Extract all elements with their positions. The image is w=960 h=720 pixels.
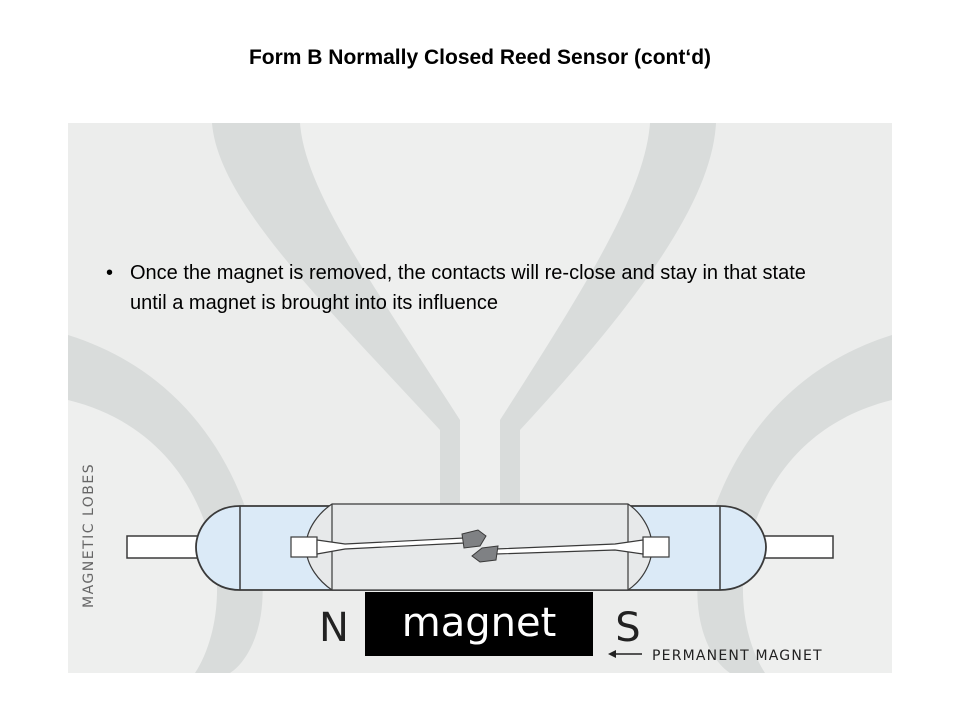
magnetic-lobes-background [68, 123, 892, 673]
bullet-marker: • [106, 262, 114, 284]
north-pole-label: N [319, 605, 349, 651]
permanent-magnet-callout: PERMANENT MAGNET [608, 648, 823, 664]
slide-title: Form B Normally Closed Reed Sensor (cont… [248, 46, 712, 69]
reed-switch [126, 503, 834, 591]
bullet-item: • Once the magnet is removed, the contac… [106, 258, 846, 318]
bullet-list: • Once the magnet is removed, the contac… [106, 258, 846, 318]
left-contact [461, 529, 487, 549]
south-pole-label: S [615, 605, 640, 651]
right-lead [762, 535, 834, 559]
bullet-text: Once the magnet is removed, the contacts… [130, 262, 806, 314]
magnet: magnet N S [319, 592, 641, 656]
magnet-label: magnet [402, 600, 557, 646]
left-lead [126, 535, 200, 559]
right-contact [471, 545, 499, 563]
magnetic-lobes-label: MAGNETIC LOBES [81, 463, 97, 608]
magnet-body [365, 592, 593, 656]
permanent-magnet-label: PERMANENT MAGNET [652, 648, 823, 664]
arrow-left-icon [608, 650, 616, 658]
